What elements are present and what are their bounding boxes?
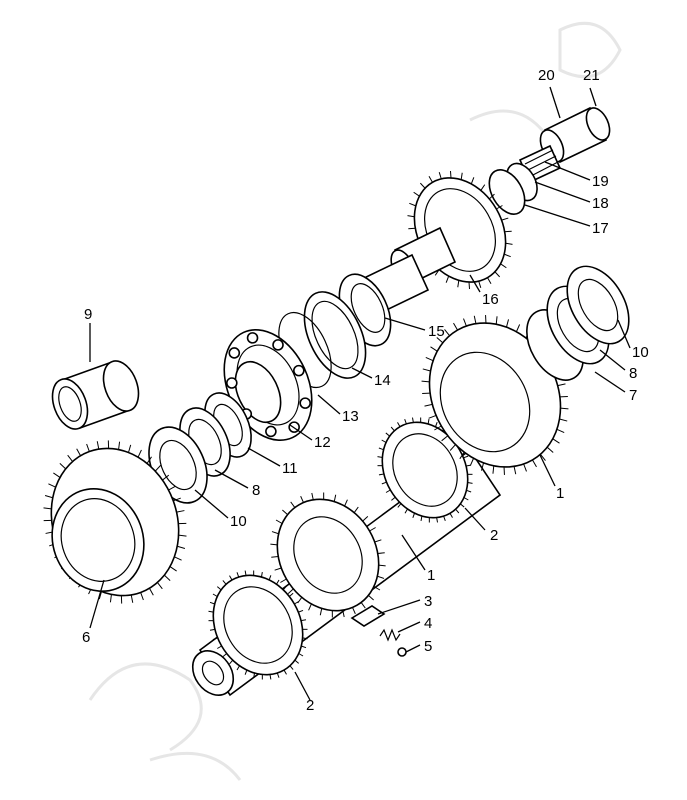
- callout-6: 6: [82, 629, 90, 646]
- callout-4: 4: [424, 615, 432, 632]
- ball-part-5: [397, 647, 407, 657]
- synchro-ring-part-2-lower: [208, 570, 308, 680]
- callout-5: 5: [424, 638, 432, 655]
- callout-15: 15: [428, 323, 445, 340]
- ring-part-17: [488, 169, 526, 215]
- callout-18: 18: [592, 195, 609, 212]
- callout-8-right: 8: [629, 365, 637, 382]
- ring-part-14: [303, 291, 367, 379]
- callout-11: 11: [282, 460, 298, 477]
- leader-lines: [89, 86, 631, 701]
- callout-1-lower: 1: [427, 567, 435, 584]
- callout-7: 7: [629, 387, 637, 404]
- thrust-washer-part-10-right: [566, 265, 630, 345]
- callout-8-left: 8: [252, 482, 260, 499]
- callout-2-upper: 2: [490, 527, 498, 544]
- callout-13: 13: [342, 408, 359, 425]
- shaft-gear: [270, 492, 386, 618]
- spring-part-4: [379, 628, 401, 642]
- callout-3: 3: [424, 593, 432, 610]
- callout-14: 14: [374, 372, 391, 389]
- callout-1-upper: 1: [556, 485, 564, 502]
- synchro-ring-part-2-upper: [377, 417, 473, 523]
- callout-16: 16: [482, 291, 499, 308]
- callout-10-right: 10: [632, 344, 649, 361]
- callout-20: 20: [538, 67, 555, 84]
- helical-gear-part-6: [43, 440, 187, 604]
- callout-2-lower: 2: [306, 697, 314, 714]
- detent-plate-part-3: [350, 605, 386, 627]
- callout-12: 12: [314, 434, 331, 451]
- sleeve-part-20: [539, 106, 611, 164]
- callout-17: 17: [592, 220, 609, 237]
- callout-labels: 20 21 19 18 17 16 15 14 13 12 11 8 10 9 …: [82, 67, 649, 714]
- callout-9: 9: [84, 306, 92, 323]
- callout-10-left: 10: [230, 513, 247, 530]
- needle-bush-part-9: [51, 360, 140, 430]
- ball-bearing-part-12: [223, 328, 313, 442]
- callout-21: 21: [583, 67, 600, 84]
- callout-19: 19: [592, 173, 609, 190]
